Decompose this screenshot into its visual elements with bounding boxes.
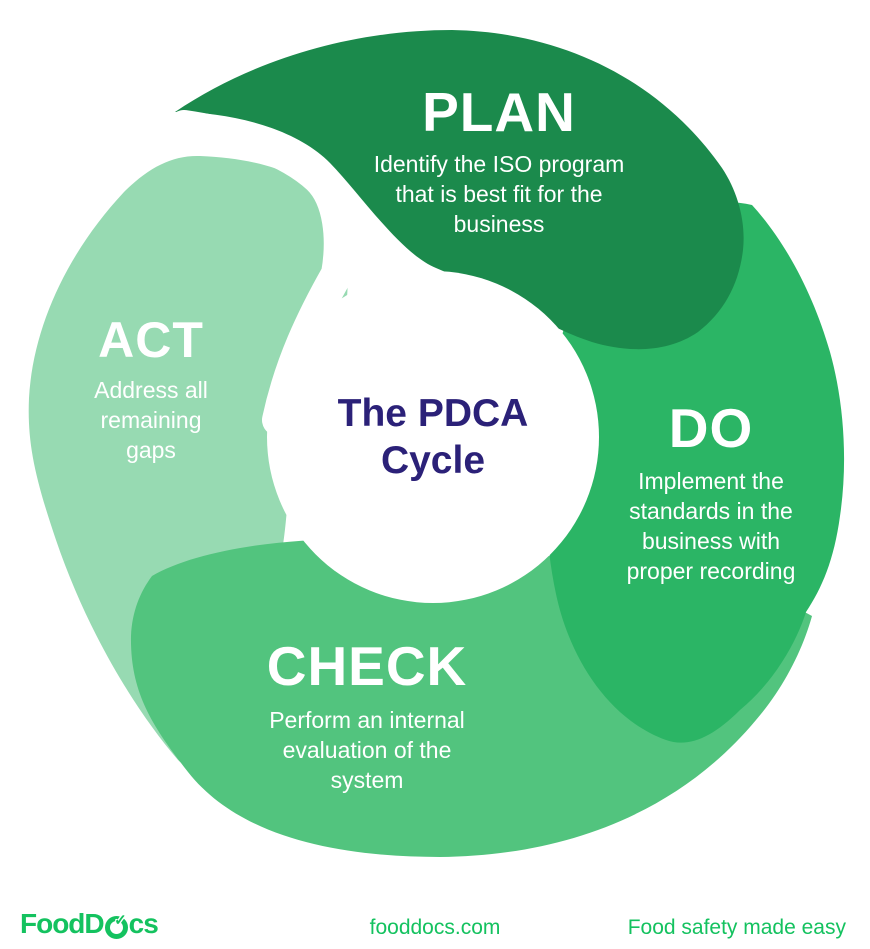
plan-title: PLAN xyxy=(422,81,576,143)
do-desc-line: business with xyxy=(641,527,781,554)
act-section: ACT Address all remaining gaps xyxy=(46,314,256,465)
do-desc-line: proper recording xyxy=(626,557,796,584)
plan-description: Identify the ISO program that is best fi… xyxy=(329,149,669,239)
footer: FoodD ✓ cs fooddocs.com Food safety made… xyxy=(0,902,870,942)
act-desc-line: Address all xyxy=(94,376,208,403)
logo-text-suffix: cs xyxy=(128,908,159,939)
footer-website: fooddocs.com xyxy=(369,916,501,939)
act-segment-shape xyxy=(28,155,348,768)
act-desc-line: gaps xyxy=(126,436,176,463)
center-circle xyxy=(267,271,599,603)
act-description: Address all remaining gaps xyxy=(46,375,256,465)
plan-desc-line: Identify the ISO program xyxy=(373,150,625,177)
plan-segment-shape xyxy=(175,30,744,350)
check-desc-line: evaluation of the xyxy=(282,736,452,763)
do-description: Implement the standards in the business … xyxy=(586,466,836,586)
check-desc-line: Perform an internal xyxy=(269,706,465,733)
logo-text-prefix: FoodD xyxy=(20,908,105,939)
do-desc-line: Implement the xyxy=(638,467,784,494)
fooddocs-logo: FoodD ✓ cs xyxy=(20,908,159,940)
center-title: The PDCA Cycle xyxy=(308,390,558,484)
do-section: DO Implement the standards in the busine… xyxy=(586,397,836,586)
plan-section: PLAN Identify the ISO program that is be… xyxy=(329,81,669,239)
center-title-line: Cycle xyxy=(380,439,486,482)
plan-desc-line: that is best fit for the xyxy=(395,180,603,207)
check-title: CHECK xyxy=(266,635,468,697)
act-desc-line: remaining xyxy=(100,406,202,433)
logo-o-check-icon: ✓ xyxy=(104,912,128,939)
act-title: ACT xyxy=(98,312,204,368)
check-section: CHECK Perform an internal evaluation of … xyxy=(217,635,517,795)
check-desc-line: system xyxy=(330,766,404,793)
check-icon: ✓ xyxy=(114,911,127,929)
footer-tagline: Food safety made easy xyxy=(627,916,846,939)
center-title-line: The PDCA xyxy=(337,392,529,435)
plan-desc-line: business xyxy=(453,210,545,237)
do-desc-line: standards in the xyxy=(629,497,793,524)
check-description: Perform an internal evaluation of the sy… xyxy=(217,705,517,795)
do-title: DO xyxy=(668,397,754,459)
pdca-cycle-diagram xyxy=(28,30,845,857)
